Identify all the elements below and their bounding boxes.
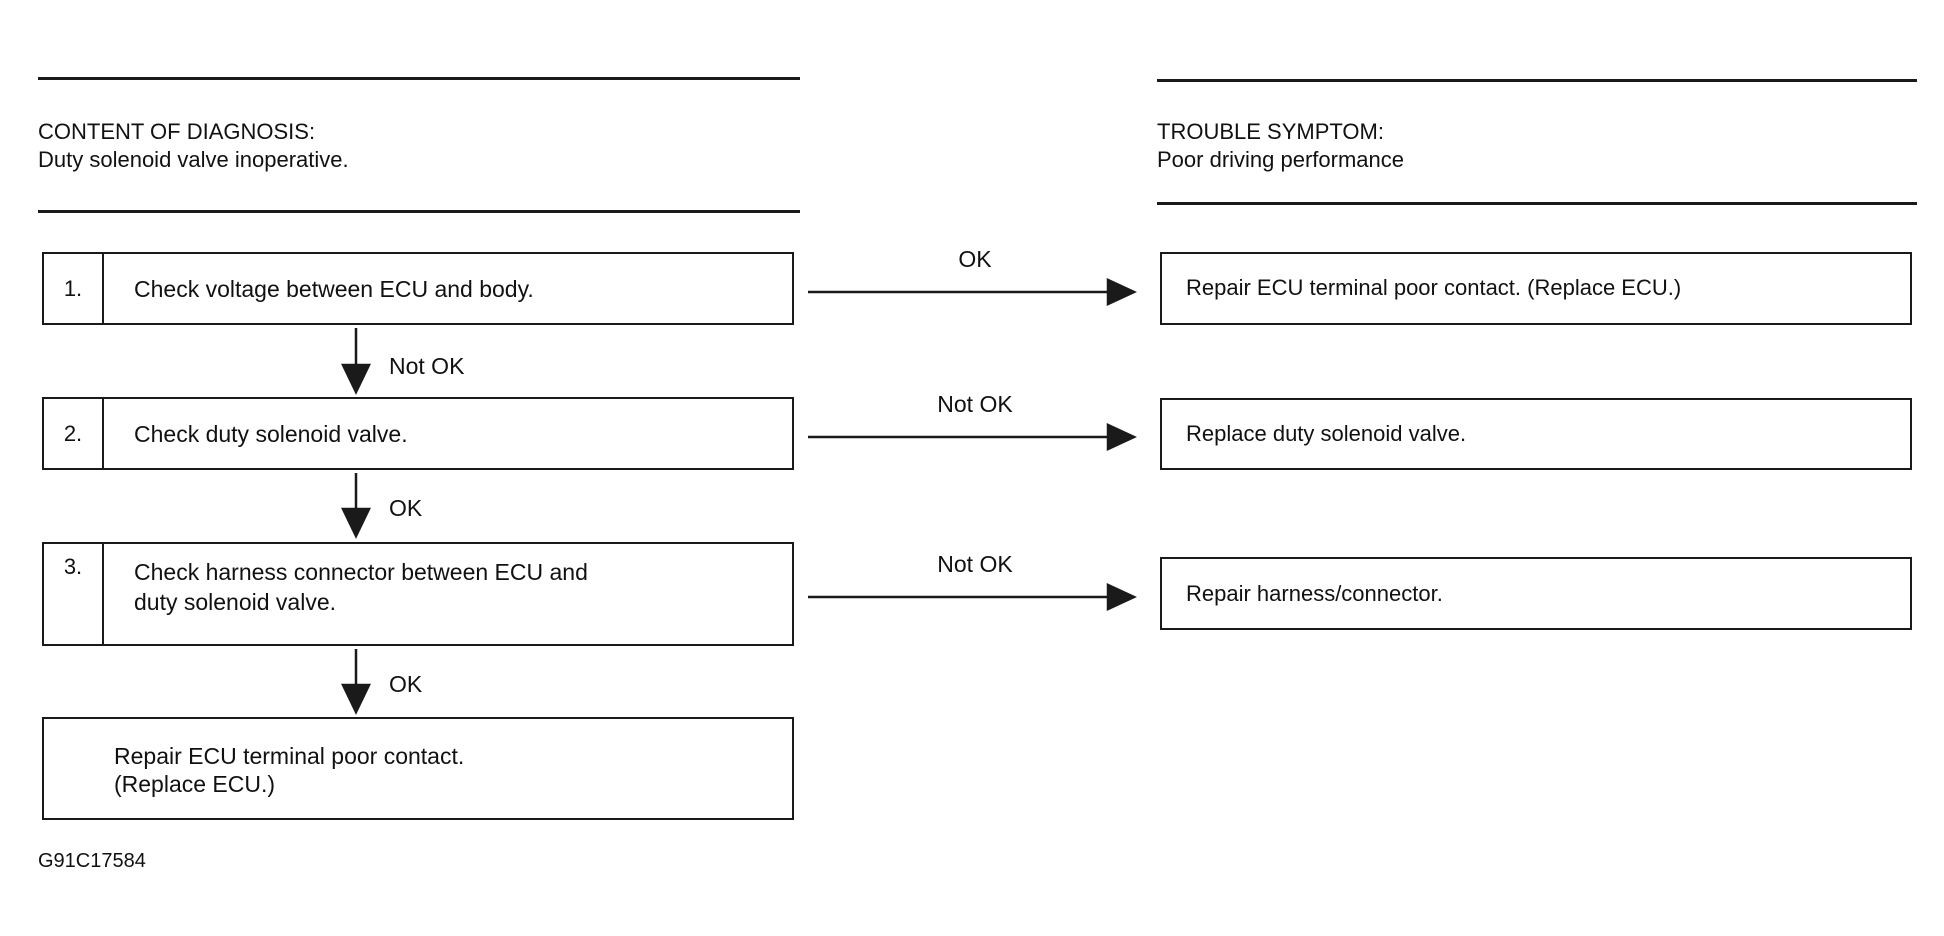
right-arrow-2-head [1106,423,1137,451]
right-label-3: Not OK [937,551,1013,577]
down-label-1: Not OK [389,353,465,379]
symptom-text: Poor driving performance [1157,147,1405,172]
left-bottom-rule [38,210,800,213]
result-text: Repair ECU terminal poor contact. (Repla… [1186,275,1682,300]
step-3-box: 3. Check harness connector between ECU a… [42,542,794,646]
result-text: Replace duty solenoid valve. [1186,421,1467,446]
final-text-line-2: (Replace ECU.) [114,771,276,797]
result-2-box: Replace duty solenoid valve. [1160,398,1912,470]
result-3-box: Repair harness/connector. [1160,557,1912,630]
symptom-title: TROUBLE SYMPTOM: [1157,119,1384,144]
right-arrow-1-head [1106,278,1137,306]
down-label-2: OK [389,495,423,521]
step-text: Check voltage between ECU and body. [134,276,534,302]
right-top-rule [1157,79,1917,82]
final-text-line-1: Repair ECU terminal poor contact. [114,743,465,769]
diagnosis-text: Duty solenoid valve inoperative. [38,147,349,172]
down-label-3: OK [389,671,423,697]
down-arrow-3-head [341,683,371,715]
step-text-line-1: Check harness connector between ECU and [134,559,588,585]
result-text: Repair harness/connector. [1186,581,1443,606]
right-label-2: Not OK [937,391,1013,417]
step-number: 1. [44,254,104,323]
step-number: 2. [44,399,104,468]
left-top-rule [38,77,800,80]
step-number: 3. [44,544,104,644]
step-1-box: 1. Check voltage between ECU and body. [42,252,794,325]
down-arrow-1-head [341,363,371,395]
right-bottom-rule [1157,202,1917,205]
step-text: Check duty solenoid valve. [134,421,408,447]
final-result-box: Repair ECU terminal poor contact. (Repla… [42,717,794,820]
right-label-1: OK [958,246,992,272]
right-arrow-3-head [1106,583,1137,611]
figure-code: G91C17584 [38,850,146,872]
step-2-box: 2. Check duty solenoid valve. [42,397,794,470]
down-arrow-2-head [341,507,371,539]
result-1-box: Repair ECU terminal poor contact. (Repla… [1160,252,1912,325]
diagnosis-title: CONTENT OF DIAGNOSIS: [38,119,316,144]
step-text-line-2: duty solenoid valve. [134,589,337,615]
